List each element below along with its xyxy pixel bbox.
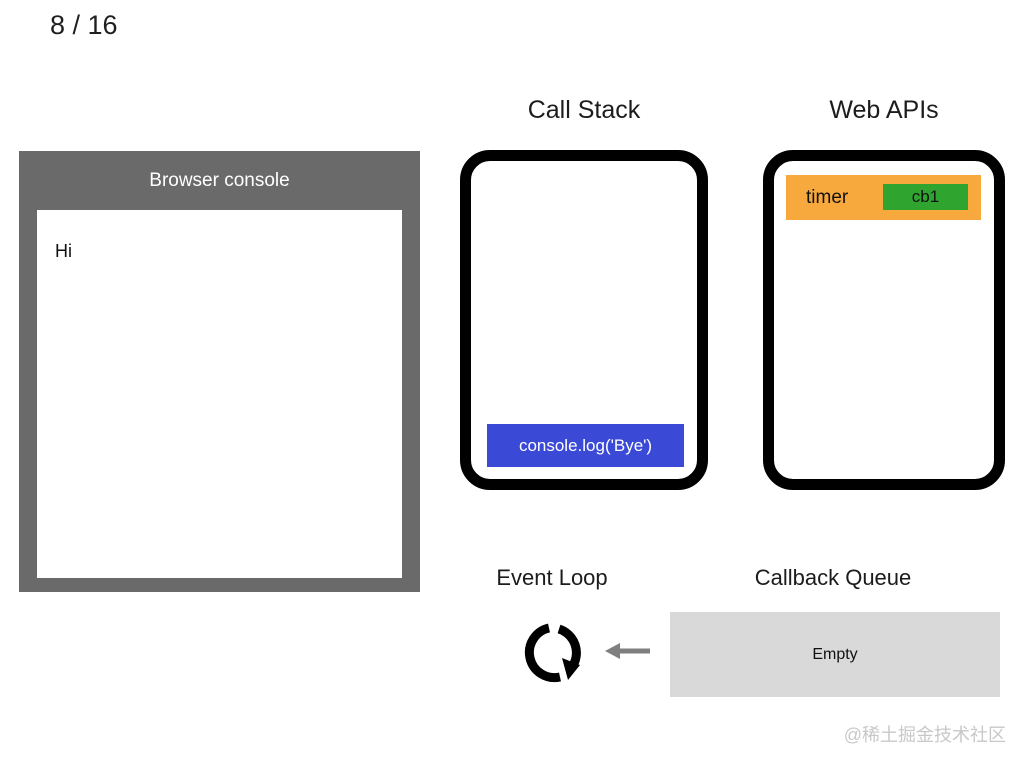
web-apis-container: timer cb1 — [763, 150, 1005, 490]
left-arrow-icon — [605, 643, 650, 659]
call-stack-container: console.log('Bye') — [460, 150, 708, 490]
callback-queue-box: Empty — [670, 612, 1000, 697]
browser-console-title: Browser console — [149, 169, 290, 191]
web-apis-title: Web APIs — [829, 96, 939, 124]
browser-console-panel: Browser console Hi — [19, 151, 420, 592]
call-stack-title: Call Stack — [527, 96, 641, 124]
browser-console-output: Hi — [37, 210, 402, 578]
event-loop-title: Event Loop — [496, 565, 608, 590]
callback-queue-status: Empty — [812, 645, 858, 663]
clockwise-loop-arrow-icon — [524, 623, 581, 683]
web-api-callback-chip: cb1 — [883, 184, 968, 210]
callback-queue-title: Callback Queue — [754, 565, 912, 590]
page-counter: 8 / 16 — [50, 10, 118, 40]
call-stack-frame: console.log('Bye') — [487, 424, 684, 467]
console-log-line: Hi — [55, 241, 72, 261]
web-api-task-label: timer — [806, 186, 849, 208]
web-api-task: timer cb1 — [786, 175, 981, 220]
watermark: @稀土掘金技术社区 — [843, 725, 1006, 745]
